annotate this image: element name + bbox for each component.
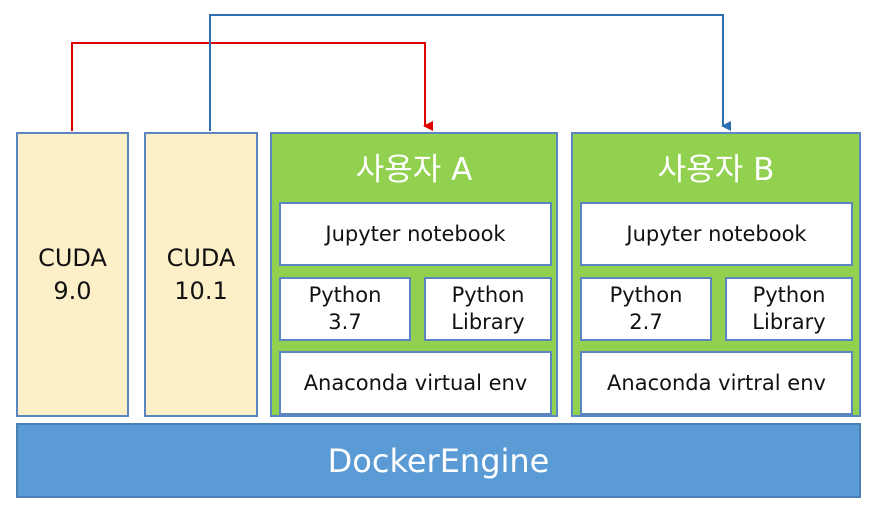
- user-b-library-box: Python Library: [725, 277, 853, 341]
- docker-engine-label: DockerEngine: [327, 441, 550, 480]
- user-a-env-box: Anaconda virtual env: [279, 351, 552, 415]
- user-b-jupyter-box: Jupyter notebook: [580, 202, 853, 266]
- arrow-cuda90-to-user-a: [71, 42, 433, 131]
- cuda-9-0-label: CUDA 9.0: [38, 243, 107, 305]
- cuda-9-0-box: CUDA 9.0: [16, 132, 129, 417]
- user-b-title: 사용자 B: [657, 152, 775, 188]
- user-a-python-box: Python 3.7: [279, 277, 411, 341]
- user-b-container: 사용자 B Jupyter notebook Python 2.7 Python…: [571, 132, 861, 417]
- user-a-jupyter-box: Jupyter notebook: [279, 202, 552, 266]
- arrow-cuda101-to-user-b: [209, 14, 731, 131]
- user-a-title: 사용자 A: [355, 152, 473, 188]
- cuda-10-1-label: CUDA 10.1: [166, 243, 236, 305]
- user-a-container: 사용자 A Jupyter notebook Python 3.7 Python…: [270, 132, 558, 417]
- user-b-env-box: Anaconda virtral env: [580, 351, 853, 415]
- user-b-python-box: Python 2.7: [580, 277, 712, 341]
- cuda-10-1-box: CUDA 10.1: [144, 132, 258, 417]
- docker-engine-bar: DockerEngine: [16, 423, 861, 498]
- user-a-library-box: Python Library: [424, 277, 552, 341]
